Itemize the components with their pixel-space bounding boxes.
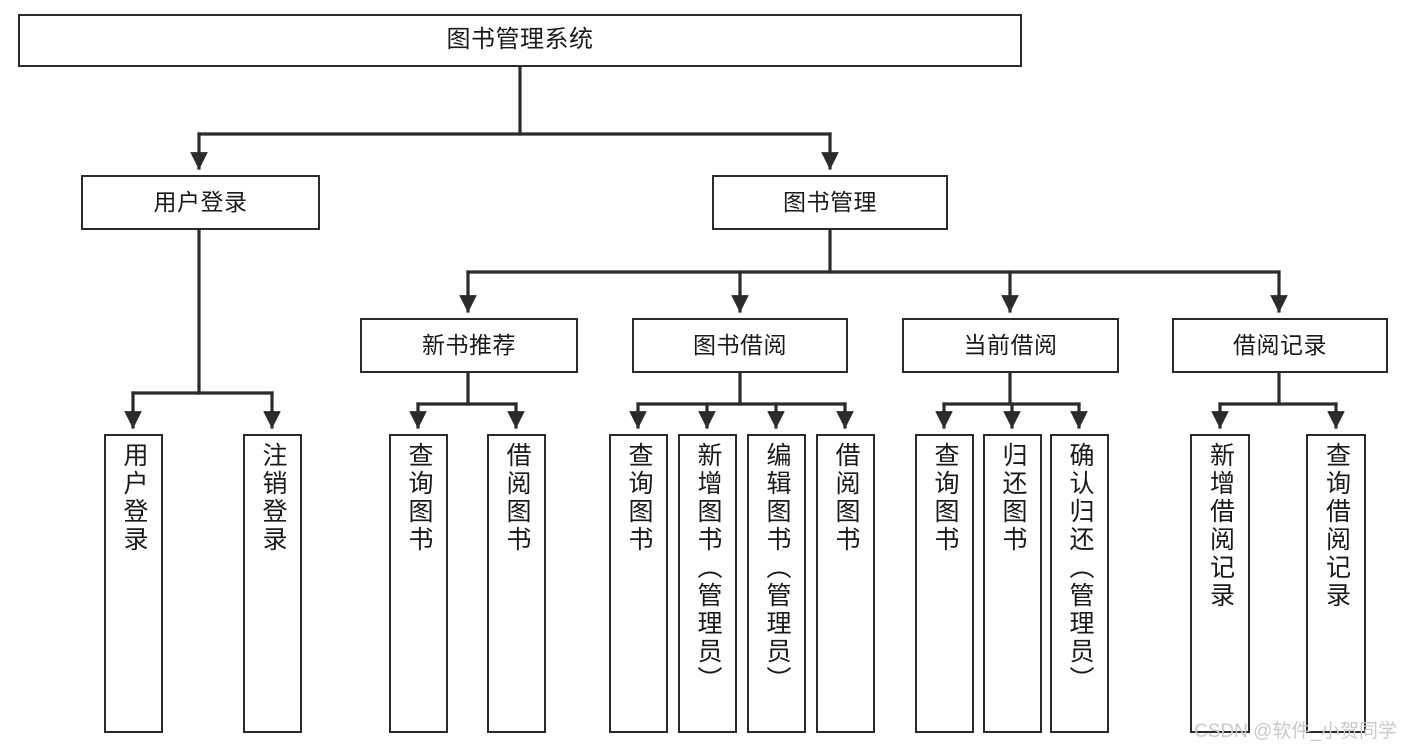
node-new-book-recommend[interactable]: 新书推荐 <box>360 318 578 373</box>
node-current-borrow[interactable]: 当前借阅 <box>902 318 1119 373</box>
node-label: 当前借阅 <box>963 331 1058 358</box>
node-book-borrow[interactable]: 图书借阅 <box>632 318 848 373</box>
leaf-logout[interactable]: 注销登录 <box>243 434 302 733</box>
leaf-return-book[interactable]: 归还图书 <box>983 434 1042 733</box>
node-label: 用户登录 <box>153 188 248 215</box>
leaf-query-book-current[interactable]: 查询图书 <box>915 434 974 733</box>
node-label: 借阅记录 <box>1233 331 1327 358</box>
node-label: 借阅图书 <box>832 442 860 554</box>
node-label: 查询借阅记录 <box>1322 442 1351 610</box>
leaf-add-book-admin[interactable]: 新增图书（管理员） <box>678 434 737 733</box>
leaf-user-login[interactable]: 用户登录 <box>104 434 163 733</box>
node-book-management[interactable]: 图书管理 <box>712 175 948 230</box>
node-label: 图书管理系统 <box>446 26 594 54</box>
leaf-query-book-recommend[interactable]: 查询图书 <box>389 434 448 733</box>
node-label: 借阅图书 <box>503 442 531 554</box>
node-root-system[interactable]: 图书管理系统 <box>18 14 1022 67</box>
node-label: 确认归还（管理员） <box>1066 442 1094 694</box>
node-label: 编辑图书（管理员） <box>763 442 791 694</box>
leaf-borrow-book[interactable]: 借阅图书 <box>816 434 875 733</box>
node-label: 新书推荐 <box>422 331 516 358</box>
node-borrow-records[interactable]: 借阅记录 <box>1172 318 1388 373</box>
leaf-query-borrow-record[interactable]: 查询借阅记录 <box>1306 434 1366 733</box>
leaf-edit-book-admin[interactable]: 编辑图书（管理员） <box>747 434 806 733</box>
node-label: 归还图书 <box>999 442 1027 554</box>
leaf-query-book-borrow[interactable]: 查询图书 <box>609 434 668 733</box>
leaf-add-borrow-record[interactable]: 新增借阅记录 <box>1190 434 1250 733</box>
node-label: 查询图书 <box>405 442 433 554</box>
node-label: 查询图书 <box>931 442 959 554</box>
node-label: 新增图书（管理员） <box>694 442 722 694</box>
node-label: 用户登录 <box>120 442 148 554</box>
leaf-borrow-book-recommend[interactable]: 借阅图书 <box>487 434 546 733</box>
node-label: 图书管理 <box>783 188 877 215</box>
leaf-confirm-return-admin[interactable]: 确认归还（管理员） <box>1050 434 1109 733</box>
node-label: 图书借阅 <box>693 331 787 358</box>
node-label: 新增借阅记录 <box>1206 442 1235 610</box>
node-label: 查询图书 <box>625 442 653 554</box>
node-user-login[interactable]: 用户登录 <box>81 175 320 230</box>
watermark: CSDN @软件_小贺同学 <box>1194 721 1397 742</box>
node-label: 注销登录 <box>259 442 287 554</box>
